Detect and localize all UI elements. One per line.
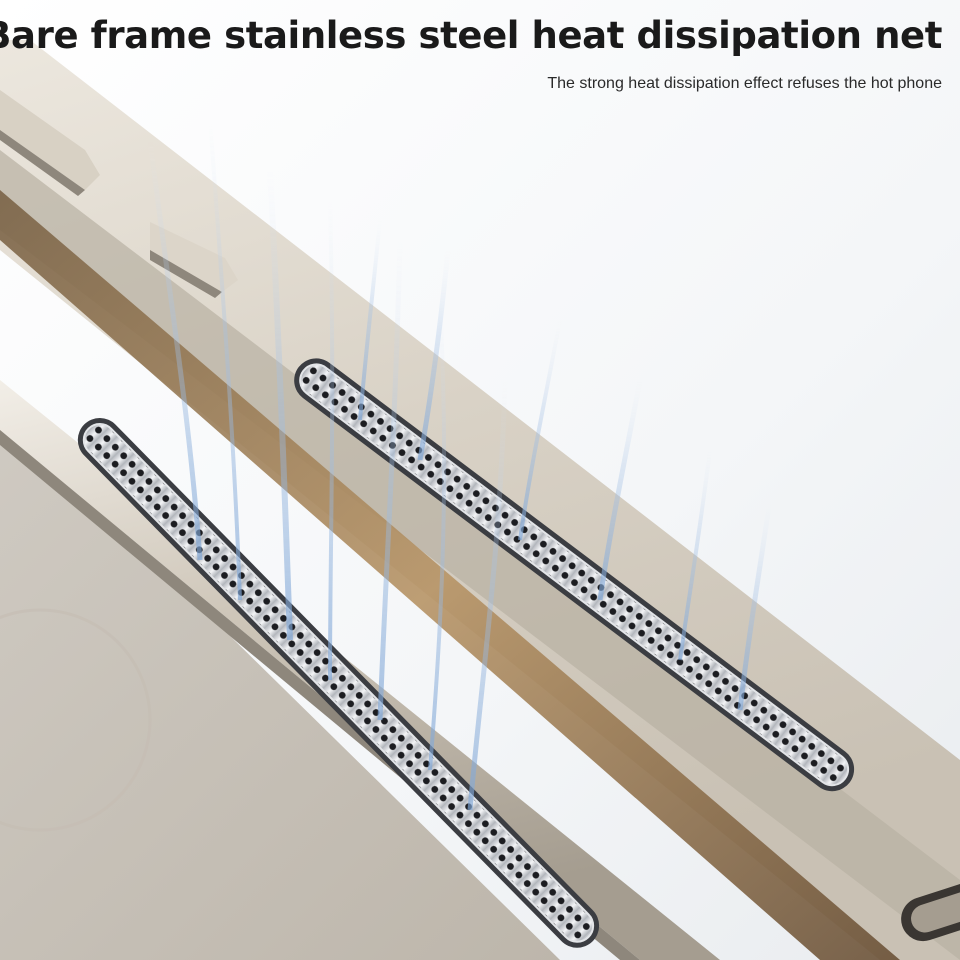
- frame-port: [901, 882, 960, 942]
- headline: Bare frame stainless steel heat dissipat…: [0, 14, 942, 57]
- airflow-streaks: [147, 119, 773, 811]
- heat-dissipation-net-lower: [77, 417, 600, 948]
- heat-dissipation-net-upper: [294, 358, 855, 792]
- side-button-1: [0, 90, 100, 196]
- subheadline: The strong heat dissipation effect refus…: [547, 75, 942, 92]
